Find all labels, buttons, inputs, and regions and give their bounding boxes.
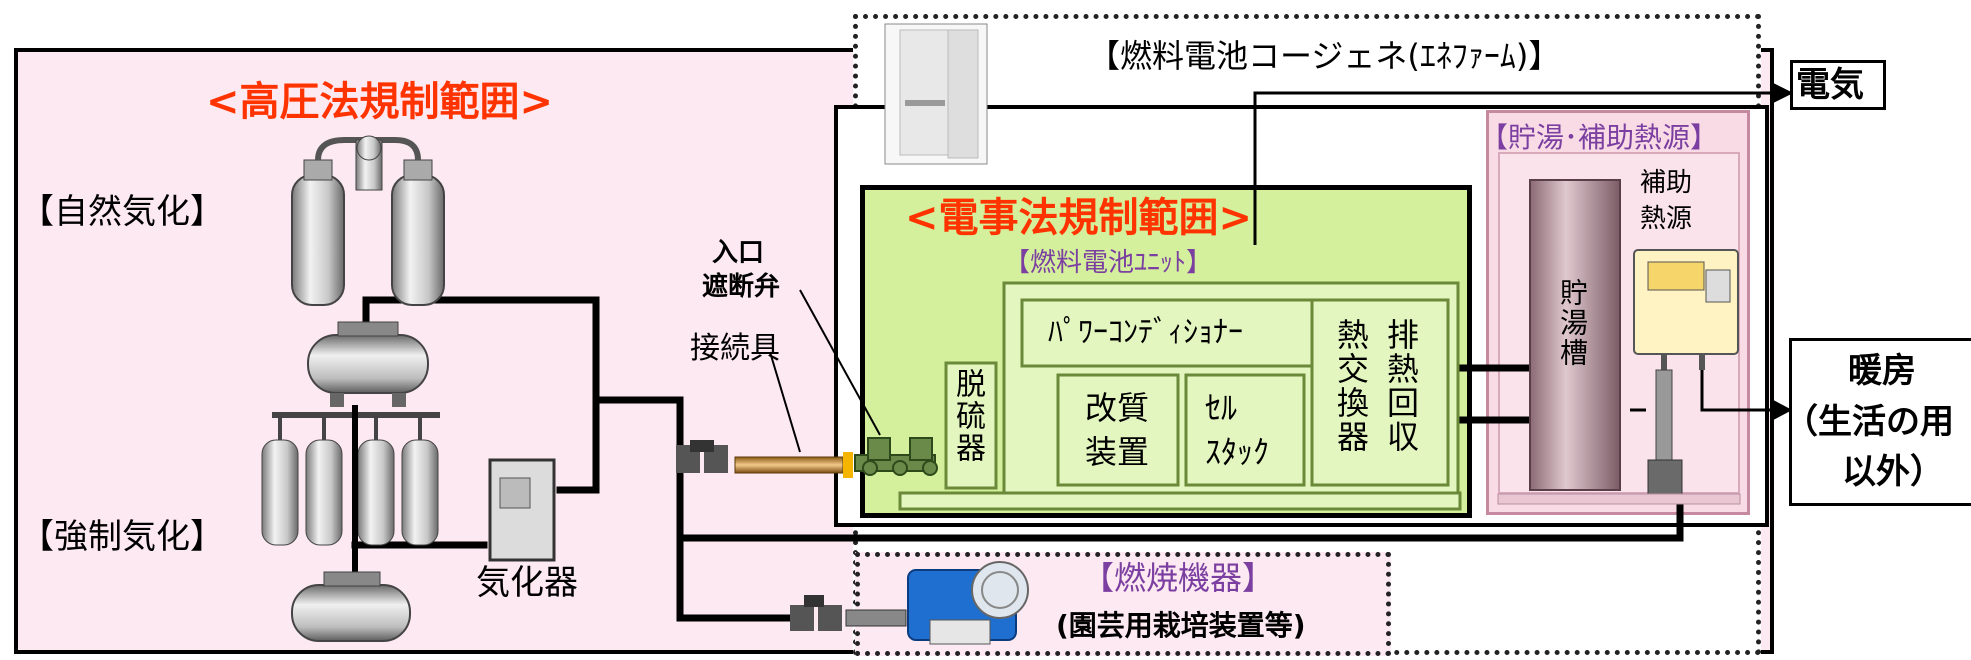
combustion-valve [790,595,907,631]
heating-label-2: （生活の用 [1784,402,1954,442]
storage-aux-title: 【貯湯･補助熱源】 [1480,121,1719,154]
vaporizer-label: 気化器 [476,563,578,603]
storage-tank [1529,179,1621,491]
connector-hose [734,456,844,474]
natural-cylinders [291,135,445,306]
combustion-appliance [907,561,1029,645]
unit-internals [898,281,1462,511]
fuel-cell-cogen-title: 【燃料電池コージェネ(ｴﾈﾌｧｰﾑ)】 [1088,37,1561,75]
reformer-label-1: 改質 [1085,389,1150,427]
high-pressure-region-title: <高圧法規制範囲> [206,79,554,125]
combustion-subtitle: (園芸用栽培装置等) [1056,609,1306,642]
cell-stack-label-2: ｽﾀｯｸ [1205,433,1270,471]
heating-label-1: 暖房 [1848,351,1916,391]
valve-pointer [799,289,881,436]
forced-cylinders [261,405,440,580]
fuel-cell-unit-title: 【燃料電池ﾕﾆｯﾄ】 [1004,248,1213,278]
connector-label: 接続具 [690,331,780,366]
electric-wire [1253,81,1794,245]
aux-heat-source [1633,249,1739,370]
heat-exchanger-label: 熱交換器 [1332,318,1370,454]
heating-wire [1630,368,1793,422]
electrical-region-title: <電事法規制範囲> [905,195,1253,241]
electricity-box [1790,60,1886,110]
natural-vaporization-label: 【自然気化】 [20,192,224,232]
fuel-cell-product-image [884,23,988,165]
inlet-valve-main [676,440,728,473]
storage-tank-label: 貯湯槽 [1556,278,1589,368]
cell-stack-label-1: ｾﾙ [1205,389,1238,427]
inlet-shutoff-valve [854,437,938,476]
aux-pipe [1647,369,1683,497]
aux-heat-label-1: 補助 [1640,168,1693,198]
heating-label-3: 以外） [1842,452,1944,492]
inlet-valve-label-1: 入口 [712,238,765,268]
power-conditioner-label: ﾊﾟﾜｰｺﾝﾃﾞｨｼｮﾅｰ [1048,315,1243,350]
heating-box [1789,338,1971,506]
exhaust-heat-recovery-label: 排熱回収 [1382,318,1420,454]
horizontal-tank-top [307,321,429,407]
combustion-title: 【燃焼機器】 [1082,559,1275,597]
connector-pointer [769,351,801,453]
horizontal-tank-bottom [291,571,411,642]
connector-nut [843,452,853,478]
desulfurizer-label: 脱硫器 [950,368,985,464]
vaporizer [488,458,556,562]
reformer-label-2: 装置 [1085,433,1150,471]
inlet-valve-label-2: 遮断弁 [702,272,781,302]
aux-heat-label-2: 熱源 [1640,204,1693,234]
electricity-label: 電気 [1796,65,1864,105]
forced-vaporization-label: 【強制気化】 [20,517,224,557]
